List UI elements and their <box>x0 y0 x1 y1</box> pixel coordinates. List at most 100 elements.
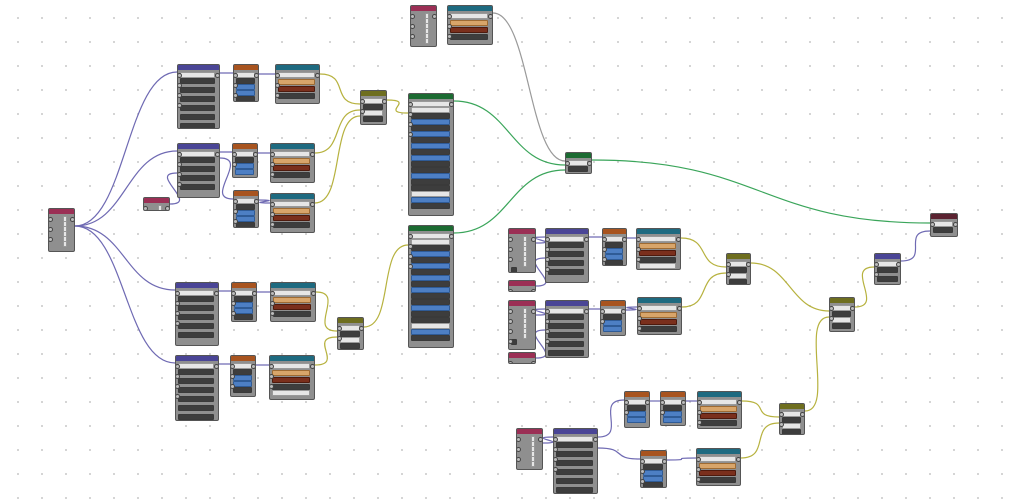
input-socket[interactable] <box>509 247 513 252</box>
input-socket[interactable] <box>271 311 275 316</box>
input-socket[interactable] <box>271 172 275 177</box>
node-field[interactable] <box>273 172 310 178</box>
input-socket[interactable] <box>830 316 834 321</box>
node-header[interactable] <box>780 404 804 409</box>
node-field[interactable] <box>178 405 214 411</box>
input-socket[interactable] <box>338 326 342 331</box>
input-socket[interactable] <box>234 219 238 224</box>
node-transform-n-r-p1[interactable] <box>545 228 589 283</box>
node-field[interactable] <box>450 27 488 33</box>
input-socket[interactable] <box>409 234 413 239</box>
input-socket[interactable] <box>697 457 701 462</box>
node-field[interactable] <box>411 239 450 245</box>
node-input-n-b-input[interactable] <box>516 428 543 470</box>
input-socket[interactable] <box>554 457 558 462</box>
node-transform-n-p2[interactable] <box>177 143 220 198</box>
node-header[interactable] <box>338 318 363 323</box>
wire-n-small-input-a-to-n-p2[interactable] <box>166 172 181 205</box>
node-field[interactable] <box>643 464 663 470</box>
node-field[interactable] <box>556 460 593 466</box>
node-math-n-b-o3[interactable] <box>640 450 667 488</box>
input-socket[interactable] <box>271 152 275 157</box>
node-header[interactable] <box>830 298 854 303</box>
input-socket[interactable] <box>517 457 521 462</box>
input-socket[interactable] <box>271 291 275 296</box>
node-field[interactable] <box>273 151 310 157</box>
node-input-n-r-input-2[interactable] <box>508 300 536 350</box>
wire-n-r-t2-to-n-r-y1[interactable] <box>681 272 727 308</box>
node-field[interactable] <box>411 335 450 341</box>
node-input-n-small-input-a[interactable] <box>143 197 170 211</box>
input-socket[interactable] <box>661 410 665 415</box>
node-field[interactable] <box>523 333 527 339</box>
node-input-n-r-input-1b[interactable] <box>508 280 536 292</box>
wire-n-b-o3-to-n-b-t2[interactable] <box>666 457 697 461</box>
node-mix-n-b-y1[interactable] <box>779 403 805 435</box>
node-field[interactable] <box>236 222 255 227</box>
node-field[interactable] <box>272 377 310 383</box>
node-field[interactable] <box>411 293 450 299</box>
input-socket[interactable] <box>233 152 237 157</box>
node-math-n-o3[interactable] <box>233 190 259 228</box>
output-socket[interactable] <box>310 364 314 369</box>
output-socket[interactable] <box>254 199 258 204</box>
wire-n-r-input-1b-to-n-r-p1[interactable] <box>534 257 547 287</box>
node-field[interactable] <box>548 260 584 266</box>
wire-n-r-y2-to-n-r-pout[interactable] <box>854 266 875 308</box>
node-field[interactable] <box>729 279 747 284</box>
node-field[interactable] <box>411 179 450 185</box>
node-field[interactable] <box>548 314 584 320</box>
node-field[interactable] <box>278 93 315 99</box>
node-field[interactable] <box>340 331 360 337</box>
wire-n-r-pout-to-n-output[interactable] <box>900 230 931 262</box>
node-header[interactable] <box>566 153 591 158</box>
input-socket[interactable] <box>625 400 629 405</box>
input-socket[interactable] <box>178 152 182 157</box>
node-mix-n-r-y1[interactable] <box>726 253 751 285</box>
output-socket[interactable] <box>681 400 685 405</box>
input-socket[interactable] <box>448 24 452 29</box>
input-socket[interactable] <box>232 301 236 306</box>
node-field[interactable] <box>411 287 450 293</box>
input-socket[interactable] <box>270 374 274 379</box>
node-field[interactable] <box>450 20 488 26</box>
output-socket[interactable] <box>254 73 258 78</box>
node-field[interactable] <box>640 305 677 311</box>
node-field[interactable] <box>180 78 215 84</box>
node-field[interactable] <box>548 242 584 248</box>
input-socket[interactable] <box>233 162 237 167</box>
output-socket[interactable] <box>593 437 597 442</box>
node-field[interactable] <box>178 305 214 311</box>
node-math-n-o4[interactable] <box>231 282 257 322</box>
output-socket[interactable] <box>165 206 169 210</box>
node-input-n-r-input-2b[interactable] <box>508 352 536 364</box>
node-field[interactable] <box>180 87 215 93</box>
node-field[interactable] <box>272 363 310 369</box>
node-header[interactable] <box>233 144 257 149</box>
node-ramp-n-r-t2[interactable] <box>637 297 682 335</box>
input-socket[interactable] <box>546 257 550 262</box>
input-socket[interactable] <box>698 420 702 425</box>
wire-n-g2-to-n-mix-shader[interactable] <box>453 169 566 234</box>
node-field[interactable] <box>340 343 360 349</box>
node-ramp-n-b-t2[interactable] <box>696 448 741 486</box>
output-socket[interactable] <box>531 237 535 242</box>
node-ramp-n-t4[interactable] <box>270 282 316 322</box>
node-header[interactable] <box>270 356 314 361</box>
input-socket[interactable] <box>49 237 53 242</box>
node-header[interactable] <box>234 191 258 196</box>
node-header[interactable] <box>509 353 535 358</box>
input-socket[interactable] <box>144 206 148 210</box>
output-socket[interactable] <box>359 326 363 331</box>
wire-n-t5-to-n-y2[interactable] <box>314 336 338 366</box>
input-socket[interactable] <box>509 339 513 344</box>
node-field[interactable] <box>411 299 450 305</box>
node-field[interactable] <box>180 166 215 172</box>
input-socket[interactable] <box>641 459 645 464</box>
node-header[interactable] <box>698 392 741 397</box>
wire-n-t4-to-n-y2[interactable] <box>315 291 338 332</box>
input-socket[interactable] <box>338 336 342 341</box>
input-socket[interactable] <box>697 477 701 482</box>
node-transform-n-r-p2[interactable] <box>545 300 589 358</box>
